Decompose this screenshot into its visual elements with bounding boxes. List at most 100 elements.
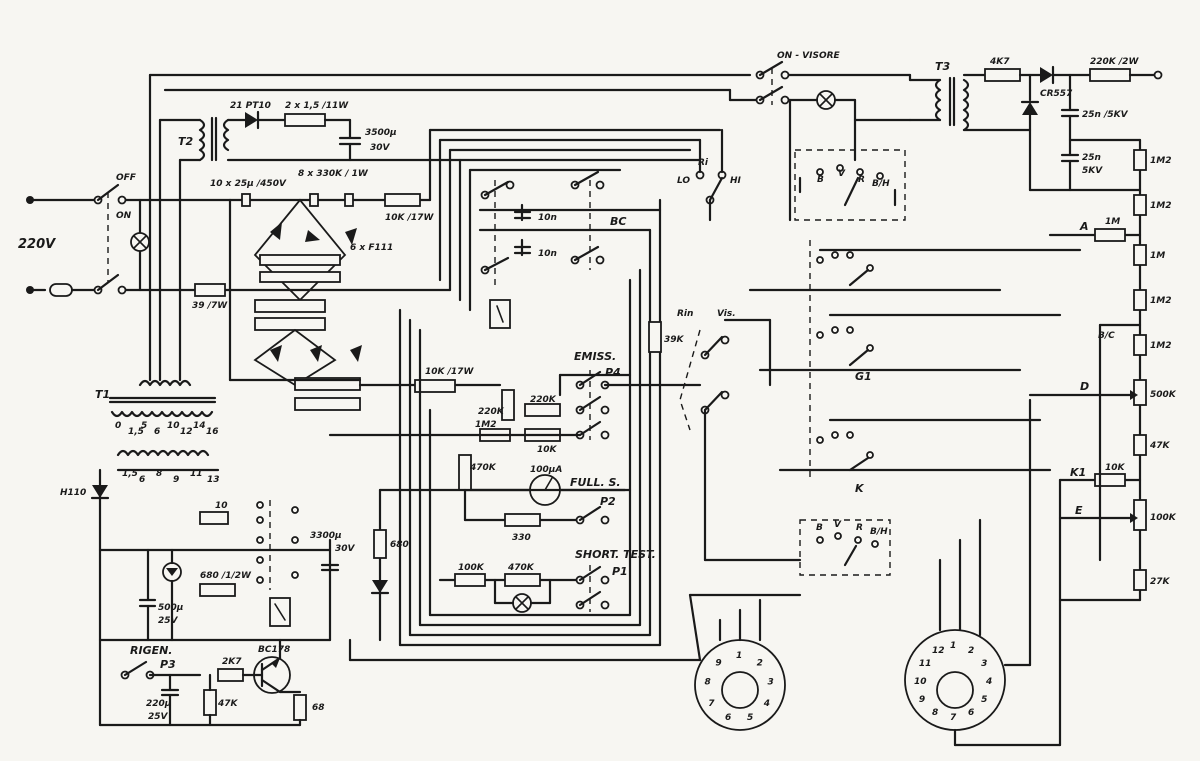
- label-mains: 220V: [18, 237, 56, 252]
- label-r-68: 68: [312, 703, 325, 713]
- label-rin: Rin: [677, 309, 693, 319]
- label-r-10k-b: 10K: [537, 445, 558, 455]
- label-node-e: E: [1075, 504, 1083, 517]
- label-r-47k-b: 47K: [217, 699, 239, 709]
- t1-tap-label: 12: [180, 427, 193, 437]
- lo-hi-switch: [695, 128, 727, 222]
- label-t3: T3: [935, 60, 951, 73]
- label-c-10n-b: 10n: [538, 249, 557, 259]
- label-t2: T2: [178, 135, 194, 148]
- label-c-220-v: 25V: [148, 712, 169, 722]
- t1-tap-label: 16: [206, 427, 219, 437]
- label-r-220k: 220K: [530, 395, 557, 405]
- label-r-27k: 27K: [1150, 577, 1171, 587]
- t2-rectifier: [226, 110, 702, 162]
- label-meter: 100µA: [530, 465, 562, 475]
- label-r-100k-b: 100K: [458, 563, 485, 573]
- socket-large-pin: 11: [919, 659, 932, 669]
- label-sw2-bh: B/H: [870, 527, 888, 537]
- label-c-500: 500µ: [158, 603, 184, 613]
- label-diodes: 6 x F111: [350, 243, 393, 253]
- label-r-680-12w: 680 /1/2W: [200, 571, 252, 581]
- label-sw2-b: B: [816, 523, 823, 533]
- label-full-s: FULL. S.: [570, 476, 621, 489]
- label-lo: LO: [677, 176, 690, 186]
- socket-large-pin: 7: [950, 713, 957, 723]
- socket-large-pin: 6: [968, 708, 974, 718]
- label-c-3500-v: 30V: [370, 143, 391, 153]
- t1-tap2-label: 8: [156, 469, 162, 479]
- transformer-t2: [158, 116, 230, 382]
- label-r-39-7w: 39 /7W: [192, 301, 228, 311]
- label-h110: H110: [60, 488, 86, 498]
- label-node-k1: K1: [1070, 466, 1086, 479]
- label-node-a: A: [1079, 220, 1089, 233]
- tube-selector-switches: [748, 149, 1082, 576]
- label-sw-bh: B/H: [872, 179, 890, 189]
- label-r-330: 330: [512, 533, 531, 543]
- label-r-1m: 1M: [1105, 217, 1120, 227]
- socket-large-pin: 10: [914, 677, 927, 687]
- label-r-1m2-c: 1M2: [1150, 296, 1171, 306]
- label-emiss: EMISS.: [574, 350, 616, 363]
- bottom-left-circuit: [90, 468, 390, 727]
- label-sw2-v: V: [834, 520, 842, 530]
- label-c-25n5kv: 25n /5KV: [1082, 110, 1129, 120]
- label-r-1m2-a: 1M2: [1150, 156, 1171, 166]
- socket-large-pin: 9: [919, 695, 925, 705]
- label-p1: P1: [612, 565, 628, 578]
- label-sw2-r: R: [856, 523, 863, 533]
- label-cr557: CR557: [1040, 89, 1073, 99]
- label-c-10x25: 10 x 25µ /450V: [210, 179, 287, 189]
- label-hi: HI: [730, 176, 742, 186]
- t1-tap-label: 5: [141, 421, 147, 431]
- socket-large-pin: 12: [932, 646, 945, 656]
- label-r-10: 10: [215, 501, 228, 511]
- label-node-bc: B/C: [1098, 331, 1115, 341]
- label-node-d: D: [1080, 380, 1089, 393]
- label-r-47k: 47K: [1149, 441, 1171, 451]
- label-r-220k-pot: 220K: [478, 407, 505, 417]
- on-visore-switch: [755, 60, 912, 222]
- t1-tap2-label: 9: [173, 475, 179, 485]
- resistor-39-7w: [194, 283, 452, 297]
- socket-small-pin: 7: [708, 699, 715, 709]
- socket-small-pin: 8: [704, 677, 710, 687]
- label-r-10k17: 10K /17W: [385, 213, 434, 223]
- label-vis: Vis.: [717, 309, 736, 319]
- label-sw-v: V: [838, 169, 846, 179]
- bc-selector: [478, 170, 662, 329]
- label-r-2k7: 2K7: [222, 657, 242, 667]
- label-r-2x15: 2 x 1,5 /11W: [285, 101, 349, 111]
- label-sw-b: B: [817, 175, 824, 185]
- short-test-p1: [438, 565, 610, 613]
- label-rigen: RIGEN.: [130, 644, 173, 657]
- label-t1: T1: [95, 388, 110, 401]
- label-r-500k: 500K: [1150, 390, 1177, 400]
- top-rail: [148, 73, 762, 382]
- label-ri: Ri: [698, 158, 709, 168]
- emission-switch-p4: [328, 370, 702, 442]
- transformer-t1: [108, 379, 220, 472]
- bus-wiring: [348, 138, 702, 662]
- socket-small-pin: 3: [768, 677, 774, 687]
- label-c-25n: 25n: [1082, 153, 1101, 163]
- label-c-3300: 3300µ: [310, 531, 342, 541]
- meter-100ua: [458, 454, 627, 527]
- label-r-680: 680: [390, 540, 409, 550]
- label-short-test: SHORT. TEST.: [575, 548, 656, 561]
- label-c-3300-v: 30V: [335, 544, 356, 554]
- label-r-1m2-e: 1M2: [475, 420, 496, 430]
- label-on-visore: ON - VISORE: [777, 51, 841, 61]
- schematic-labels: 220V OFF ON T2 T1 T3 21 PT10 2 x 1,5 /11…: [18, 51, 1177, 722]
- socket-large-pin: 4: [985, 677, 992, 687]
- label-c-500-v: 25V: [158, 616, 179, 626]
- t1-tap2-label: 1,5: [122, 469, 138, 479]
- socket-small-pin: 5: [747, 713, 753, 723]
- label-sw-r: R: [858, 175, 865, 185]
- t1-tap-label: 10: [167, 421, 180, 431]
- lv-bridge: [228, 299, 502, 411]
- label-c-3500: 3500µ: [365, 128, 397, 138]
